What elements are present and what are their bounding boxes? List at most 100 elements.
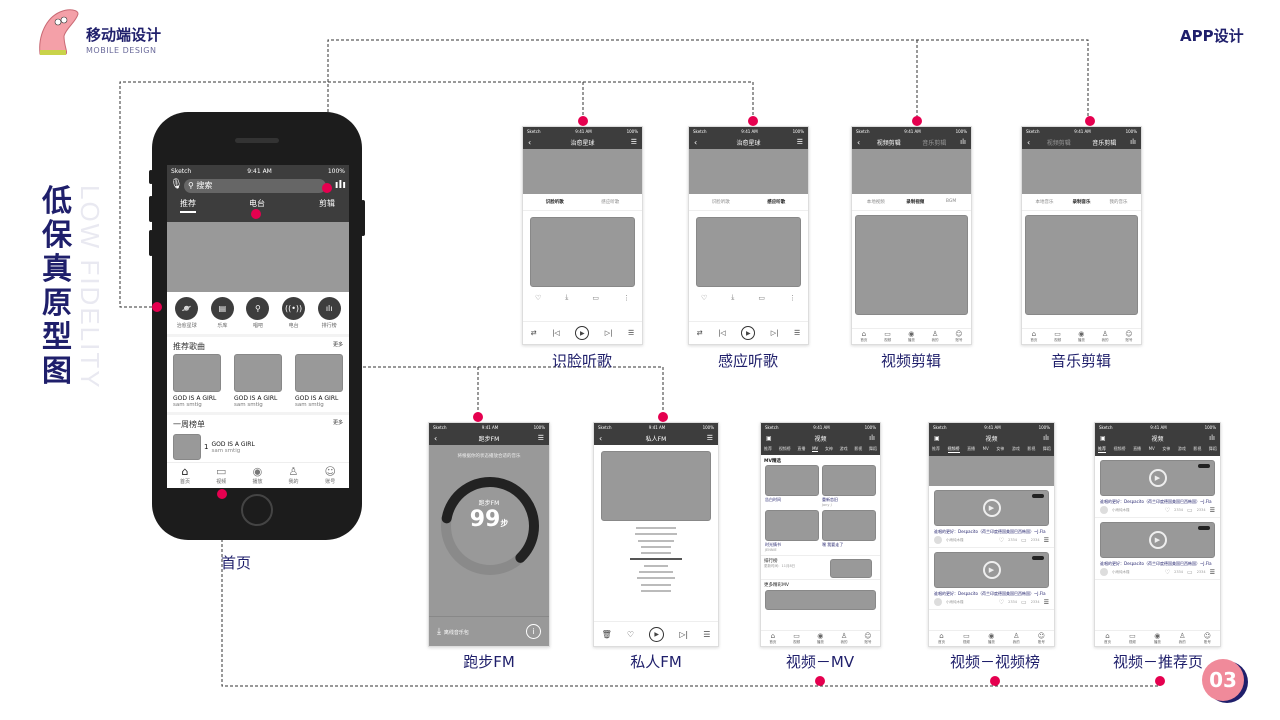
source-tab-1[interactable]: 录制视频 [906,200,925,205]
playlist-icon[interactable]: ☰ [627,329,635,337]
equalizer-icon[interactable]: ılı [960,138,966,146]
quick-entry-3[interactable]: ((•))电台 [277,297,311,329]
quick-entry-2[interactable]: ⚲唱吧 [241,297,275,329]
category-tab-2[interactable]: 直播 [967,446,976,451]
header-tab-1[interactable]: 音乐剪辑 [922,139,947,147]
trash-icon[interactable]: 🗑 [601,630,612,639]
comment-icon[interactable]: ▭ [592,293,599,302]
heart-icon[interactable]: ♡ [534,293,542,302]
equalizer-icon[interactable]: ılı [334,178,346,191]
home-tab-0[interactable]: 推荐 [180,198,196,213]
tab-bar-item[interactable]: ◉播放 [908,330,915,343]
play-icon[interactable]: ▶ [649,627,665,642]
play-icon[interactable]: ▶ [1148,531,1167,549]
banner-placeholder[interactable] [167,222,349,292]
tab-bar-item[interactable]: ⌂首页 [769,632,776,645]
quick-entry-0[interactable]: 🪐治愈星球 [170,297,204,329]
tab-bar-item[interactable]: ⌂首页 [1030,330,1037,343]
category-tab-7[interactable]: 舞蹈 [1042,446,1051,451]
tab-bar-item[interactable]: ◉播放 [1154,632,1161,645]
tab-bar-item[interactable]: ◉播放 [1078,330,1085,343]
play-icon[interactable]: ▶ [982,561,1001,579]
like-icon[interactable]: ♡ [998,598,1005,606]
tab-bar-item[interactable]: ⌂首页 [1104,632,1111,645]
tab-bar-item[interactable]: ◉播放 [252,466,262,486]
home-tab-1[interactable]: 电台 [249,199,265,208]
list-icon[interactable]: ☰ [537,434,544,442]
home-tab-2[interactable]: 剪辑 [319,199,335,208]
like-icon[interactable]: ♡ [998,536,1005,544]
tab-bar-item[interactable]: ☺账号 [325,466,336,486]
back-icon[interactable]: ‹ [694,137,698,147]
category-tab-0[interactable]: 推荐 [1098,446,1106,453]
category-tab-1[interactable]: 视频榜 [1113,446,1126,451]
category-tab-5[interactable]: 游戏 [839,446,848,451]
like-icon[interactable]: ♡ [1164,506,1171,514]
tab-bar-item[interactable]: ▭视频 [963,632,970,645]
more-icon[interactable]: ☰ [1209,568,1215,576]
tab-bar-item[interactable]: ☺账号 [1038,632,1045,645]
tab-bar-item[interactable]: ♙我的 [288,466,298,486]
category-tab-6[interactable]: 影视 [1027,446,1036,451]
comment-icon[interactable]: ▭ [1187,568,1193,576]
back-icon[interactable]: ‹ [857,137,861,147]
more-icon[interactable]: ☰ [1043,536,1049,544]
list-icon[interactable]: ☰ [706,434,713,442]
more-icon[interactable]: ☰ [1043,598,1049,606]
more-link[interactable]: 更多 [332,342,343,348]
like-icon[interactable]: ♡ [626,630,635,639]
source-tab-0[interactable]: 本地视频 [866,200,885,205]
equalizer-icon[interactable]: ılı [869,434,875,442]
tab-bar-item[interactable]: ◉播放 [817,632,824,645]
category-tab-5[interactable]: 游戏 [1177,446,1186,451]
repeat-icon[interactable]: ⇄ [530,329,537,337]
quick-entry-1[interactable]: ▤乐库 [205,297,239,329]
playlist-icon[interactable]: ☰ [793,329,801,337]
more-icon[interactable]: ⋮ [788,293,796,302]
play-icon[interactable]: ▶ [575,326,590,340]
equalizer-icon[interactable]: ılı [1043,434,1049,442]
tab-bar-item[interactable]: ▭视频 [884,330,891,343]
category-tab-7[interactable]: 舞蹈 [869,446,877,451]
next-icon[interactable]: ▷| [770,329,779,337]
tab-bar-item[interactable]: ☺账号 [864,632,871,645]
category-tab-0[interactable]: 推荐 [764,446,772,451]
tab-bar-item[interactable]: ♙我的 [841,632,848,645]
tab-bar-item[interactable]: ♙我的 [1013,632,1020,645]
category-tab-5[interactable]: 游戏 [1011,446,1020,451]
header-tab-1[interactable]: 音乐剪辑 [1092,139,1117,147]
tab-bar-item[interactable]: ▭视频 [216,466,226,486]
mode-tab-1[interactable]: 感应听歌 [767,200,786,205]
mode-tab-0[interactable]: 识脸听歌 [545,200,564,205]
header-tab-0[interactable]: 视频剪辑 [1046,139,1071,147]
download-icon[interactable]: ⤓ [565,293,569,301]
category-tab-7[interactable]: 舞蹈 [1208,446,1217,451]
screen-record-icon[interactable]: ▣ [766,434,772,442]
offline-download-button[interactable]: ⤓ 离线音乐包 [437,627,469,637]
tab-bar-item[interactable]: ▭视频 [1129,632,1136,645]
source-tab-0[interactable]: 本地音乐 [1035,200,1054,205]
equalizer-icon[interactable]: ılı [1209,434,1215,442]
comment-icon[interactable]: ▭ [1021,598,1027,606]
tab-bar-item[interactable]: ⌂首页 [180,466,190,486]
category-tab-3[interactable]: MV [1148,446,1155,451]
info-icon[interactable]: i [526,624,541,639]
category-tab-3[interactable]: MV [812,446,819,452]
more-icon[interactable]: ☰ [1209,506,1215,514]
tab-bar-item[interactable]: ☺账号 [1125,330,1132,343]
category-tab-1[interactable]: 视频榜 [947,446,960,453]
comment-icon[interactable]: ▭ [1021,536,1027,544]
screen-record-icon[interactable]: ▣ [1100,434,1106,442]
screen-record-icon[interactable]: ▣ [934,434,940,442]
tab-bar-item[interactable]: ⌂首页 [860,330,867,343]
microphone-icon[interactable]: 🎙 [170,179,183,190]
tab-bar-item[interactable]: ♙我的 [1102,330,1109,343]
